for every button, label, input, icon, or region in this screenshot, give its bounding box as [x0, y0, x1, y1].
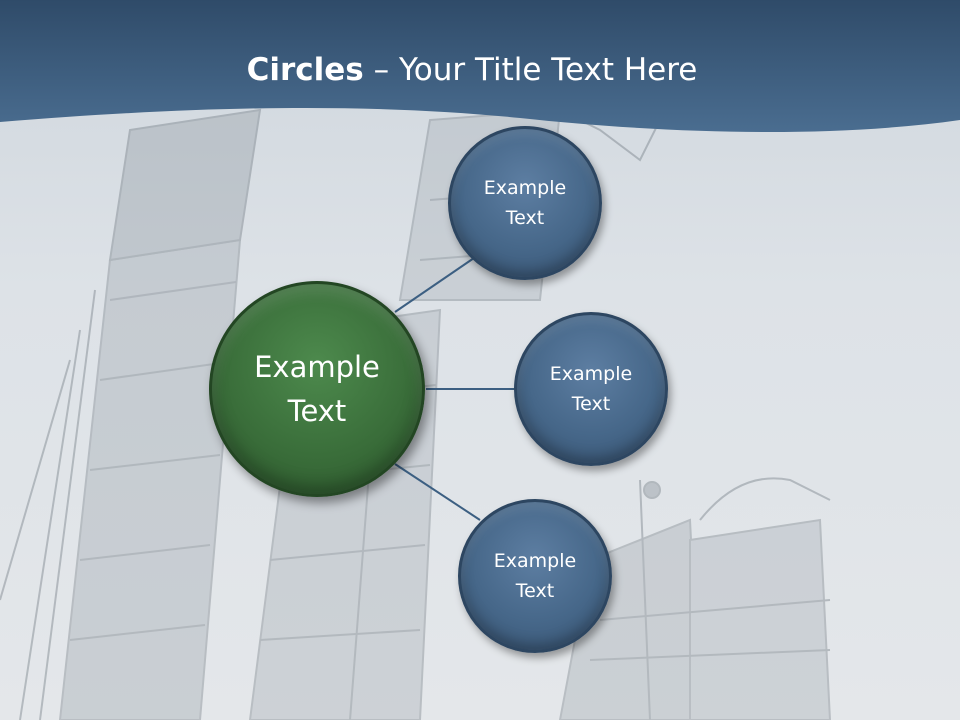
slide-title-bold: Circles	[246, 52, 364, 88]
node-circle-1-label: Example Text	[483, 177, 567, 229]
slide-title-rest: – Your Title Text Here	[363, 52, 698, 88]
center-circle[interactable]: Example Text	[209, 281, 425, 497]
connector-line-1	[394, 257, 475, 313]
node-circle-3-label: Example Text	[493, 550, 577, 602]
node-circle-1[interactable]: Example Text	[448, 126, 602, 280]
connector-line-3	[394, 463, 481, 521]
node-circle-3[interactable]: Example Text	[458, 499, 612, 653]
center-circle-label: Example Text	[254, 350, 380, 428]
slide-title: Circles – Your Title Text Here	[0, 52, 944, 88]
node-circle-2[interactable]: Example Text	[514, 312, 668, 466]
node-circle-2-label: Example Text	[549, 363, 633, 415]
header-band	[0, 0, 960, 133]
